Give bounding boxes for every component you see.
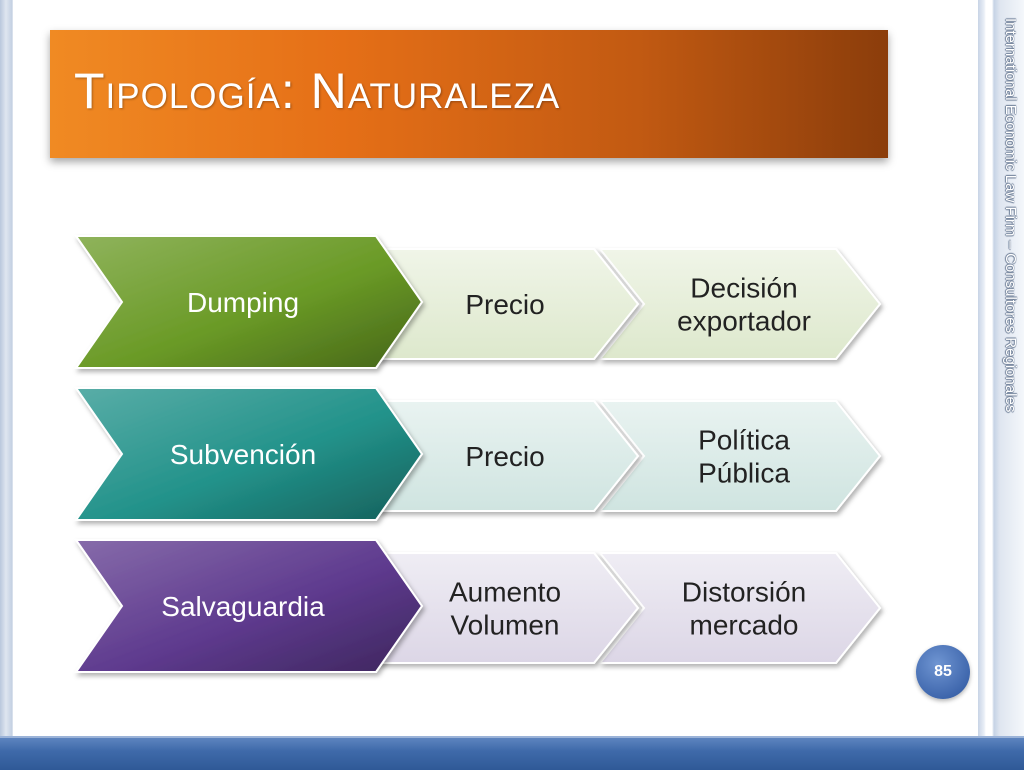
step-label: Precio xyxy=(465,289,544,320)
step-label: Decisión xyxy=(690,273,797,304)
step-label: Distorsión xyxy=(682,577,806,608)
step-label: Volumen xyxy=(451,610,560,641)
slide-area xyxy=(12,0,979,736)
title-banner xyxy=(50,30,888,158)
step-label: Precio xyxy=(465,441,544,472)
step-chevron xyxy=(597,552,882,664)
category-label: Subvención xyxy=(170,439,316,470)
category-chevron xyxy=(74,539,424,673)
category-chevron xyxy=(74,235,424,369)
step-label: Pública xyxy=(698,458,790,489)
step-label: exportador xyxy=(677,306,811,337)
step-chevron xyxy=(597,400,882,512)
category-label: Dumping xyxy=(187,287,299,318)
step-label: Política xyxy=(698,425,790,456)
step-label: mercado xyxy=(690,610,799,641)
firm-name-vertical: International Economic Law Firm – Consul… xyxy=(1002,18,1019,413)
page-number-badge: 85 xyxy=(916,645,970,699)
step-chevron xyxy=(597,248,882,360)
category-chevron xyxy=(74,387,424,521)
step-label: Aumento xyxy=(449,577,561,608)
bottom-frame-bar xyxy=(0,736,1024,770)
slide-title: Tipología: Naturaleza xyxy=(74,63,561,119)
right-frame-border xyxy=(978,0,1024,768)
category-label: Salvaguardia xyxy=(161,591,325,622)
